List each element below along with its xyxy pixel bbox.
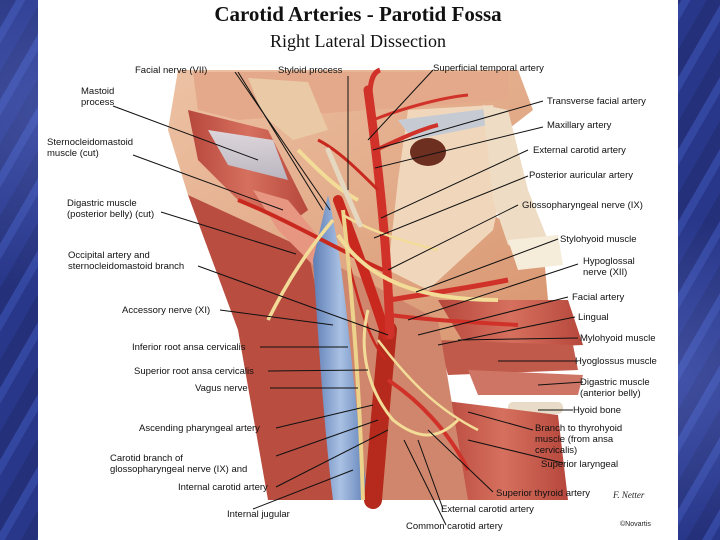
slide: Carotid Arteries - Parotid Fossa Right L…: [38, 0, 678, 540]
label-transverse-facial-artery: Transverse facial artery: [547, 96, 646, 107]
label-mastoid-process-2: process: [81, 97, 115, 108]
superficial-temporal-artery: [367, 67, 382, 96]
label-occipital-artery-2: sternocleidomastoid branch: [68, 261, 185, 272]
label-superior-thyroid-artery: Superior thyroid artery: [496, 488, 590, 499]
superior-thyroid-artery: [386, 378, 470, 471]
label-occipital-artery-1: Occipital artery and: [68, 250, 150, 261]
label-inferior-root-ansa: Inferior root ansa cervicalis: [132, 342, 246, 353]
label-lingual: Lingual: [578, 312, 609, 323]
hyoglossus-muscle: [438, 340, 578, 375]
facial-artery: [389, 277, 509, 303]
label-styloid-process: Styloid process: [278, 65, 343, 76]
label-accessory-nerve: Accessory nerve (XI): [122, 305, 211, 316]
label-facial-nerve: Facial nerve (VII): [135, 65, 208, 76]
mastoid-process: [248, 78, 328, 140]
label-superior-laryngeal: Superior laryngeal: [541, 459, 619, 470]
label-posterior-auricular-artery: Posterior auricular artery: [529, 170, 634, 181]
ansa-cervicalis: [362, 309, 460, 437]
label-hyoid-bone: Hyoid bone: [573, 405, 622, 416]
label-glossopharyngeal-nerve: Glossopharyngeal nerve (IX): [522, 200, 643, 211]
superior-laryngeal-nerve: [377, 339, 479, 432]
label-branch-thyrohyoid-2: muscle (from ansa: [535, 434, 614, 445]
lingual-artery: [389, 313, 519, 327]
external-carotid-artery: [363, 85, 395, 340]
teeth: [508, 235, 563, 270]
label-superficial-temporal-artery: Superficial temporal artery: [433, 63, 544, 74]
accessory-nerve: [266, 218, 335, 321]
label-hypoglossal-nerve-2: nerve (XII): [583, 267, 628, 278]
label-scm-cut-1: Sternocleidomastoid: [47, 137, 134, 148]
label-external-carotid-artery-upper: External carotid artery: [533, 145, 626, 156]
slide-title: Carotid Arteries - Parotid Fossa: [214, 2, 502, 26]
label-hypoglossal-nerve-1: Hypoglossal: [583, 256, 635, 267]
label-internal-carotid-artery: Internal carotid artery: [178, 482, 268, 493]
occipital-artery: [237, 198, 384, 272]
label-maxillary-artery: Maxillary artery: [547, 120, 612, 131]
slide-subtitle: Right Lateral Dissection: [270, 31, 446, 51]
label-vagus-nerve: Vagus nerve: [195, 383, 248, 394]
anatomy-illustration: [112, 67, 584, 526]
label-digastric-posterior-1: Digastric muscle: [67, 198, 137, 209]
facial-nerve: [296, 148, 359, 202]
label-digastric-posterior-2: (posterior belly) (cut): [67, 209, 155, 220]
label-carotid-branch-1: Carotid branch of: [110, 453, 183, 464]
label-carotid-branch-2: glossopharyngeal nerve (IX) and: [110, 464, 248, 475]
label-internal-jugular: Internal jugular: [227, 509, 290, 520]
label-branch-thyrohyoid-1: Branch to thyrohyoid: [535, 423, 623, 434]
glossopharyngeal-nerve: [342, 213, 439, 252]
label-digastric-anterior-1: Digastric muscle: [580, 377, 650, 388]
styloid-process: [325, 147, 363, 228]
digastric-anterior-muscle: [468, 370, 583, 395]
label-mylohyoid-muscle: Mylohyoid muscle: [580, 333, 656, 344]
label-ascending-pharyngeal-artery: Ascending pharyngeal artery: [139, 423, 260, 434]
label-hyoglossus-muscle: Hyoglossus muscle: [575, 356, 657, 367]
ear-canal: [410, 138, 446, 166]
sternocleidomastoid-fascia: [208, 130, 288, 180]
label-common-carotid-artery: Common carotid artery: [406, 521, 503, 532]
leader-lines: [112, 69, 584, 526]
label-digastric-anterior-2: (anterior belly): [580, 388, 641, 399]
label-branch-thyrohyoid-3: cervicalis): [535, 445, 578, 456]
label-mastoid-process-1: Mastoid: [81, 86, 115, 97]
common-carotid-artery: [364, 321, 397, 509]
transverse-facial-artery: [372, 93, 469, 122]
artist-signature: F. Netter: [613, 490, 645, 500]
copyright-notice: ©Novartis: [620, 521, 651, 528]
label-facial-artery: Facial artery: [572, 292, 625, 303]
label-external-carotid-artery-lower: External carotid artery: [441, 504, 534, 515]
mandible: [483, 105, 548, 255]
label-scm-cut-2: muscle (cut): [47, 148, 99, 159]
label-stylohyoid-muscle: Stylohyoid muscle: [560, 234, 637, 245]
label-superior-root-ansa: Superior root ansa cervicalis: [134, 366, 254, 377]
